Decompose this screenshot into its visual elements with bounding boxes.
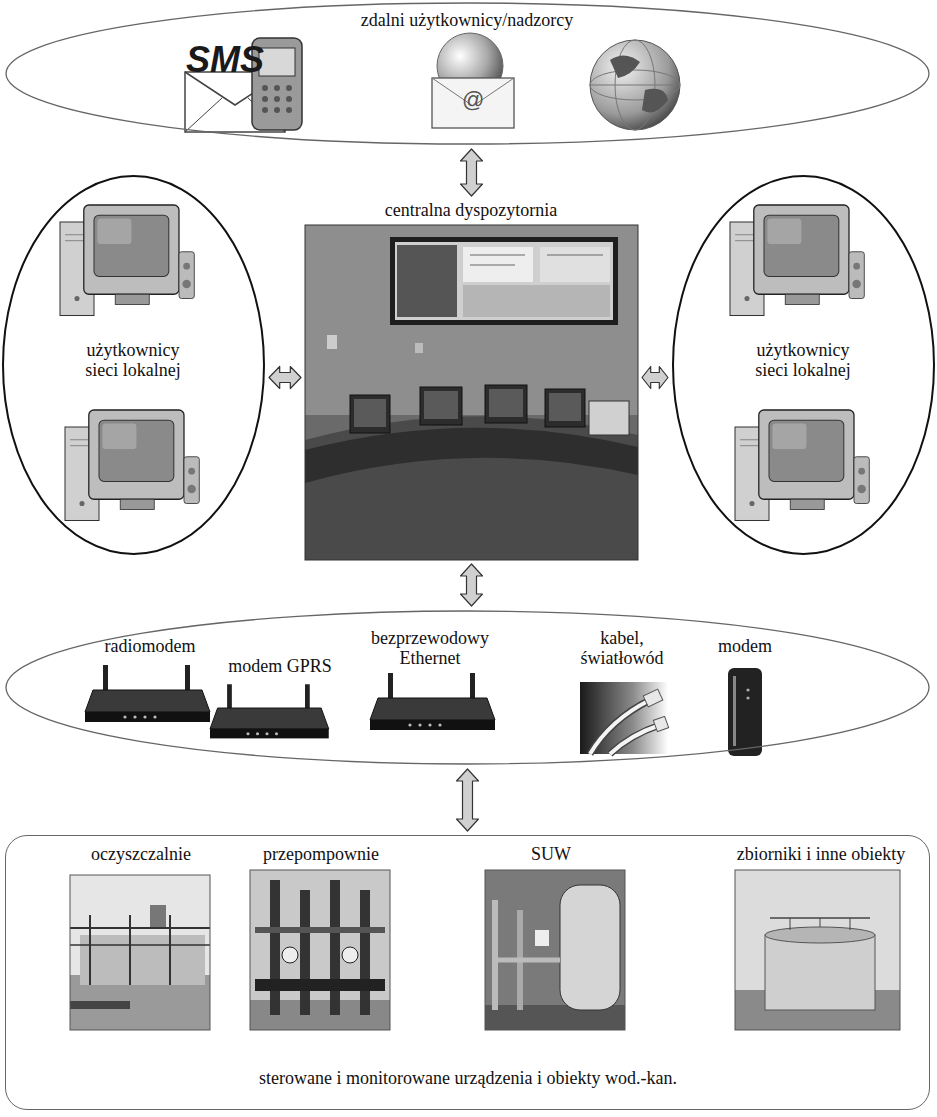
control-room: centralna dyspozytornia [305,200,638,560]
lan-users-ellipse: użytkownicy sieci lokalnej [672,175,935,555]
node-text: zbiorniki i inne obiekty [701,844,937,864]
node-text: kabel, światłowód [572,628,672,668]
node-text: użytkownicy sieci lokalnej [743,340,863,380]
node-text: SUW [476,844,626,864]
email-at-sign: @ [462,88,484,112]
double-block-arrow [269,367,301,389]
communication-ellipse: radiomodemmodem GPRS bezprzewodowy Ethern… [5,610,930,765]
double-block-arrow [461,564,483,606]
node-text: modem GPRS [215,656,345,676]
node-text: zdalni użytkownicy/nadzorcy [267,10,667,30]
double-block-arrow [457,769,479,831]
node-text: sterowane i monitorowane urządzenia i ob… [28,1068,908,1088]
facilities-panel: oczyszczalnieprzepompownieSUWzbiorniki i… [5,835,930,1110]
node-text: centralna dyspozytornia [311,200,631,220]
node-text: modem [700,636,790,656]
remote-users-ellipse: zdalni użytkownicy/nadzorcy [5,2,930,145]
node-text: radiomodem [85,636,215,656]
node-text: przepompownie [221,844,421,864]
double-block-arrow [642,367,668,389]
sms-logo-text: SMS [186,40,264,80]
lan-users-ellipse: użytkownicy sieci lokalnej [2,175,265,555]
node-text: bezprzewodowy Ethernet [360,628,500,668]
node-text: oczyszczalnie [41,844,241,864]
node-text: użytkownicy sieci lokalnej [73,340,193,380]
double-block-arrow [461,149,483,196]
